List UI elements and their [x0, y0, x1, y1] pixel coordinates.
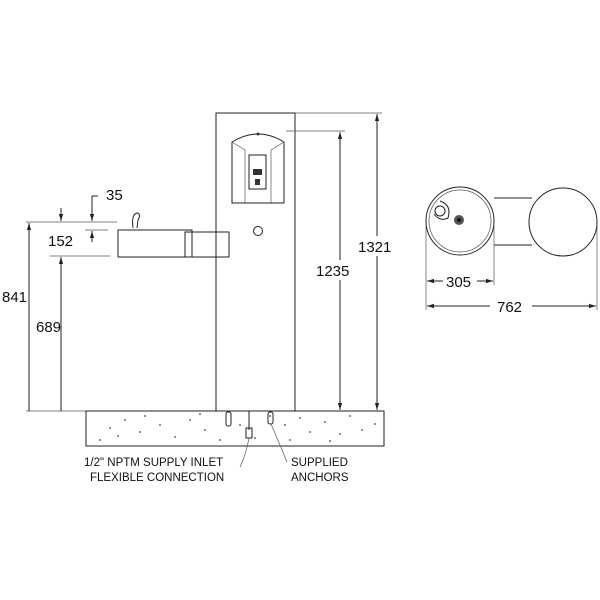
pedestal — [215, 112, 296, 412]
push-button — [253, 226, 263, 236]
left-dimensions: 35 152 841 689 — [2, 187, 123, 412]
dim-1321: 1321 — [358, 239, 391, 256]
top-view: 305 762 — [425, 186, 598, 316]
dim-305: 305 — [446, 274, 471, 291]
fountain-bowl — [117, 212, 230, 258]
right-dimensions: 1235 1321 — [286, 112, 391, 410]
dim-762: 762 — [497, 299, 522, 316]
callouts: 1/2" NPTM SUPPLY INLET FLEXIBLE CONNECTI… — [84, 457, 349, 484]
supply-callout-line1: 1/2" NPTM SUPPLY INLET — [84, 457, 223, 469]
anchors-callout-line1: SUPPLIED — [291, 457, 348, 469]
dim-841: 841 — [2, 289, 27, 306]
anchor-bolt — [267, 411, 274, 425]
supply-callout-line2: FLEXIBLE CONNECTION — [90, 472, 224, 484]
dim-152: 152 — [48, 233, 73, 250]
dim-1235: 1235 — [316, 263, 349, 280]
bottle-filler — [231, 132, 285, 204]
concrete-slab — [85, 410, 385, 468]
dim-35: 35 — [106, 187, 123, 204]
anchor-bolt — [225, 411, 232, 427]
dim-689: 689 — [36, 319, 61, 336]
anchors-callout-line2: ANCHORS — [291, 472, 349, 484]
